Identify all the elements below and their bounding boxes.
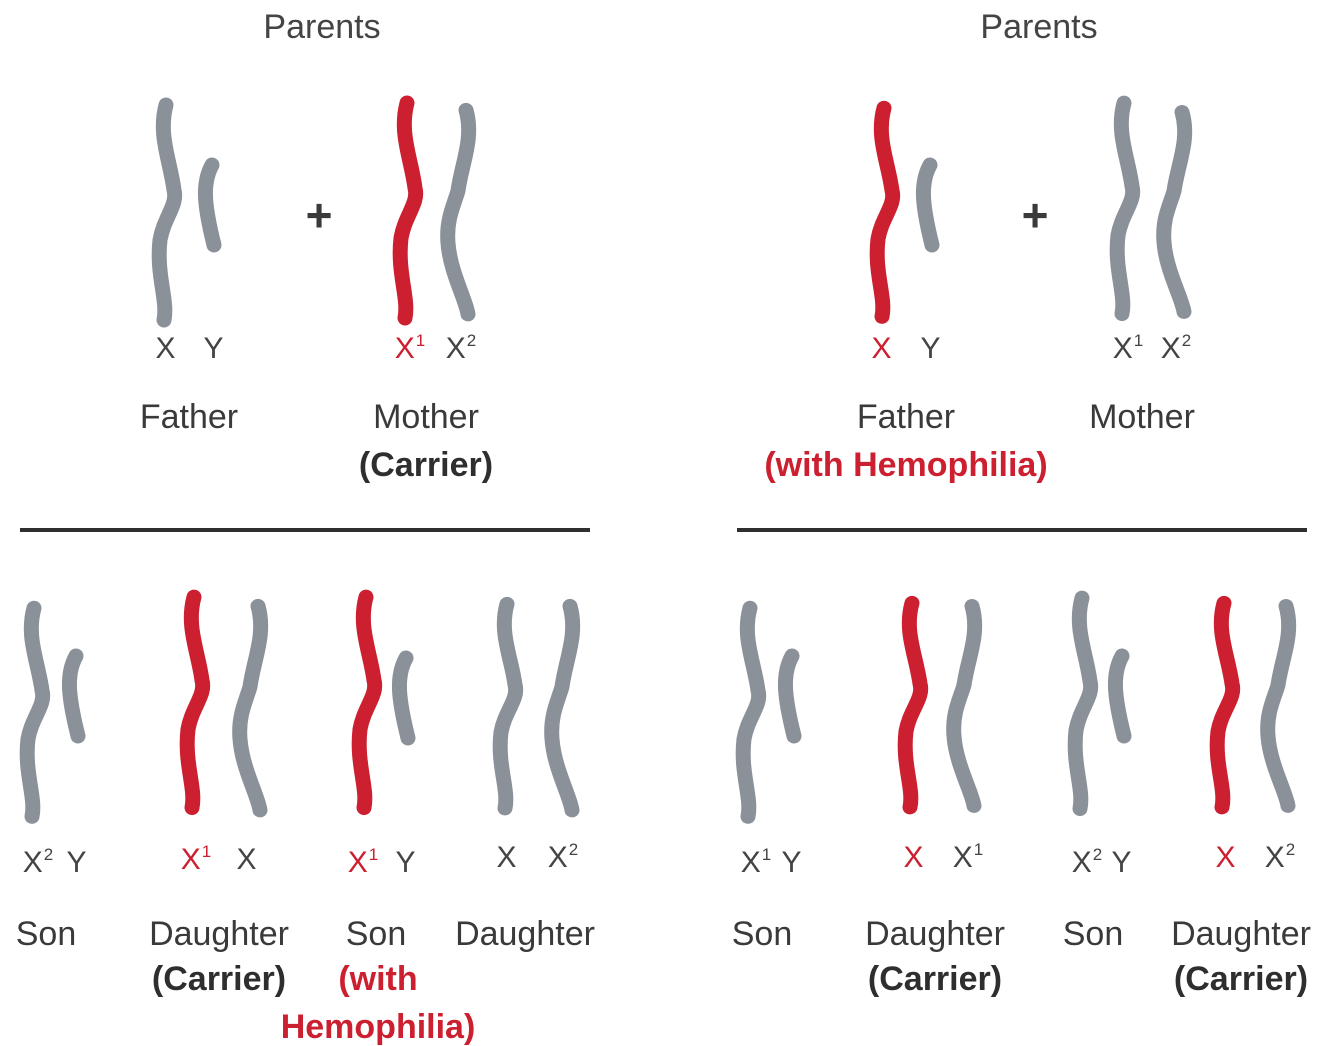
left-child-2-label: Daughter <box>149 917 289 951</box>
left-daughter-2-x2-chromosome <box>552 606 573 810</box>
right-son-2-x2-chromosome <box>1075 598 1091 809</box>
right-child-2-status: (Carrier) <box>868 962 1002 996</box>
right-child-2-allele-2: X1 <box>953 841 983 873</box>
left-father-x-chromosome <box>159 105 175 320</box>
left-child-3-allele-2: Y <box>395 846 416 878</box>
left-father-allele-2: Y <box>203 332 224 364</box>
left-child-3-status-line-2: Hemophilia) <box>281 1010 476 1044</box>
left-mother-allele-1: X1 <box>395 332 425 364</box>
left-child-3-label: Son <box>346 917 407 951</box>
left-child-1-label: Son <box>16 917 77 951</box>
right-father-status: (with Hemophilia) <box>764 448 1047 482</box>
left-plus-sign: + <box>306 192 333 238</box>
left-son-2-y-chromosome <box>399 658 408 738</box>
left-mother-x2-chromosome <box>448 110 469 314</box>
right-father-label: Father <box>857 400 955 434</box>
right-child-2-label: Daughter <box>865 917 1005 951</box>
left-mother-x1-chromosome <box>400 103 416 318</box>
right-father-allele-2: Y <box>920 332 941 364</box>
left-son-2-x1-chromosome <box>359 597 375 808</box>
right-mother-allele-2: X2 <box>1161 332 1191 364</box>
right-mother-allele-1: X1 <box>1113 332 1143 364</box>
right-child-3-allele-1: X2 <box>1072 846 1102 878</box>
left-title: Parents <box>263 10 380 44</box>
right-daughter-1-x-chromosome <box>905 603 921 807</box>
right-son-2-y-chromosome <box>1115 656 1124 736</box>
right-title: Parents <box>980 10 1097 44</box>
left-child-4-label: Daughter <box>455 917 595 951</box>
right-father-allele-1: X <box>871 332 892 364</box>
left-daughter-1-x1-chromosome <box>187 597 203 808</box>
right-child-1-allele-1: X1 <box>741 846 771 878</box>
right-mother-label: Mother <box>1089 400 1195 434</box>
right-child-4-allele-2: X2 <box>1265 841 1295 873</box>
right-mother-x1-chromosome <box>1117 103 1133 314</box>
left-daughter-1-x-chromosome <box>240 606 261 810</box>
left-father-y-chromosome <box>205 165 214 245</box>
left-son-1-x-chromosome <box>27 608 43 817</box>
right-divider <box>737 528 1307 532</box>
left-child-2-status: (Carrier) <box>152 962 286 996</box>
right-daughter-2-x2-chromosome <box>1268 606 1289 806</box>
left-child-4-allele-2: X2 <box>548 841 578 873</box>
right-daughter-1-x1-chromosome <box>954 606 975 806</box>
left-son-1-y-chromosome <box>69 656 78 736</box>
right-plus-sign: + <box>1022 192 1049 238</box>
left-divider <box>20 528 590 532</box>
right-child-3-label: Son <box>1063 917 1124 951</box>
left-child-4-allele-1: X <box>496 841 517 873</box>
right-daughter-2-x-chromosome <box>1217 603 1233 807</box>
left-mother-label: Mother <box>373 400 479 434</box>
right-mother-x2-chromosome <box>1164 112 1185 312</box>
left-mother-status: (Carrier) <box>359 448 493 482</box>
right-child-2-allele-1: X <box>903 841 924 873</box>
right-child-4-status: (Carrier) <box>1174 962 1308 996</box>
left-father-label: Father <box>140 400 238 434</box>
left-child-2-allele-1: X1 <box>181 843 211 875</box>
right-child-1-allele-2: Y <box>781 846 802 878</box>
left-daughter-2-x-chromosome <box>500 604 516 808</box>
left-child-1-allele-2: Y <box>66 846 87 878</box>
right-child-1-label: Son <box>732 917 793 951</box>
left-child-3-allele-1: X1 <box>348 846 378 878</box>
right-child-4-label: Daughter <box>1171 917 1311 951</box>
right-son-1-x1-chromosome <box>743 608 759 817</box>
right-child-3-allele-2: Y <box>1111 846 1132 878</box>
left-child-1-allele-1: X2 <box>23 846 53 878</box>
right-child-4-allele-1: X <box>1215 841 1236 873</box>
right-son-1-y-chromosome <box>785 656 794 736</box>
left-mother-allele-2: X2 <box>446 332 476 364</box>
left-child-3-status-line-1: (with <box>338 962 417 996</box>
right-father-y-chromosome <box>923 165 932 245</box>
right-father-x-chromosome <box>877 108 893 317</box>
left-father-allele-1: X <box>155 332 176 364</box>
left-child-2-allele-2: X <box>236 843 257 875</box>
